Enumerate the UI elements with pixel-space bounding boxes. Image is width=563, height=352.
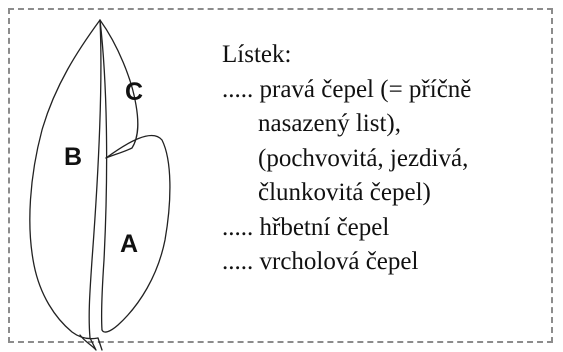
leaf-base: [79, 334, 103, 351]
legend-title: Lístek:: [222, 41, 292, 68]
legend-line: ..... hřbetní čepel: [222, 213, 390, 241]
label-a: A: [120, 230, 139, 258]
legend-line: (pochvovitá, jezdivá,: [258, 144, 469, 172]
legend-line: ..... vrcholová čepel: [222, 248, 419, 275]
legend-line: nasazený list),: [258, 110, 402, 137]
blade-edge-inner: [99, 19, 108, 331]
legend-line: člunkovitá čepel): [258, 179, 431, 206]
blade-a-outline: [101, 134, 171, 333]
legend-text: Lístek: ..... pravá čepel (= příčně nasa…: [222, 38, 471, 280]
blade-edge-outer: [88, 19, 102, 339]
leaf-outline-left: [29, 19, 101, 340]
legend-line: ..... pravá čepel (= příčně: [222, 75, 472, 103]
label-b: B: [64, 143, 83, 171]
label-c: C: [125, 78, 144, 106]
dashed-frame: [8, 8, 553, 343]
blade-c-outline: [99, 19, 139, 159]
